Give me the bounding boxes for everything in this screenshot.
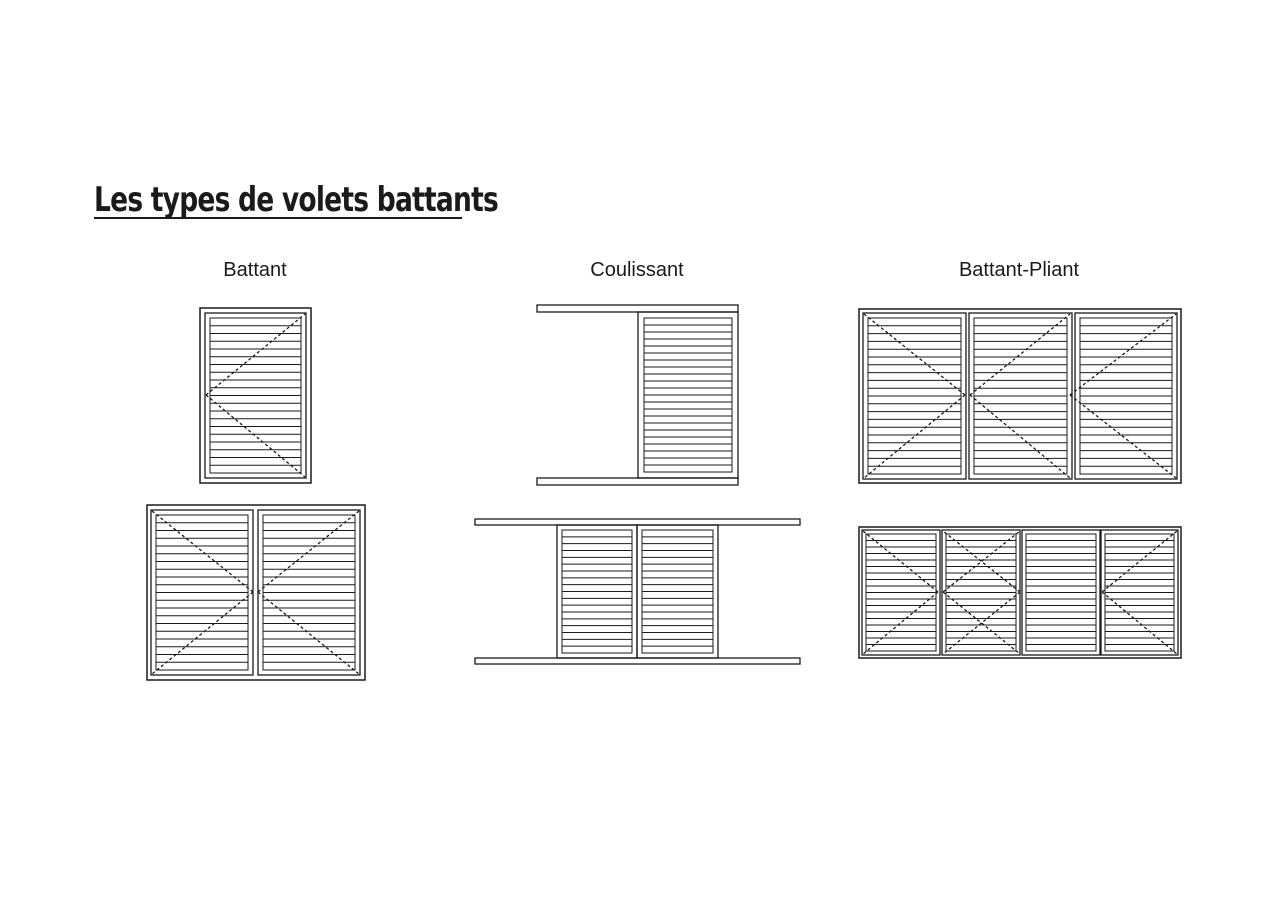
battant-pliant-four-panel-shutter: [858, 526, 1182, 659]
panel-frame: [1100, 529, 1179, 656]
opening-diagonal: [257, 591, 360, 675]
title-underline: [94, 217, 462, 219]
battant-double-shutter: [146, 504, 366, 681]
outer-frame: [199, 307, 312, 484]
sliding-rail: [536, 477, 739, 486]
panel-frame: [636, 524, 719, 659]
opening-diagonal: [969, 313, 1071, 396]
sliding-rail: [474, 657, 801, 665]
outer-frame: [146, 504, 366, 681]
battant-single-shutter: [199, 307, 312, 484]
sliding-rail: [474, 518, 801, 526]
coulissant-double-shutter: [474, 518, 801, 665]
page-title: Les types de volets battants: [94, 180, 499, 220]
opening-diagonal: [151, 591, 254, 675]
coulissant-single-shutter: [536, 304, 739, 486]
panel-frame: [861, 529, 941, 656]
panel-frame: [1021, 529, 1101, 656]
outer-frame: [858, 308, 1182, 484]
panel-frame: [204, 312, 307, 479]
panel-frame: [637, 311, 739, 479]
opening-diagonal: [969, 394, 1071, 479]
column-label-coulissant: Coulissant: [590, 259, 684, 281]
outer-frame: [858, 526, 1182, 659]
column-label-battant: Battant: [223, 259, 287, 281]
opening-diagonal: [863, 394, 966, 479]
battant-pliant-three-panel-shutter: [858, 308, 1182, 484]
panel-frame: [862, 312, 967, 480]
opening-diagonal: [205, 313, 306, 396]
sliding-rail: [536, 304, 739, 313]
panel-frame: [1074, 312, 1178, 480]
opening-diagonal: [1069, 394, 1177, 479]
column-label-battant-pliant: Battant-Pliant: [958, 259, 1080, 281]
opening-diagonal: [205, 394, 306, 478]
opening-diagonal: [1069, 313, 1177, 396]
